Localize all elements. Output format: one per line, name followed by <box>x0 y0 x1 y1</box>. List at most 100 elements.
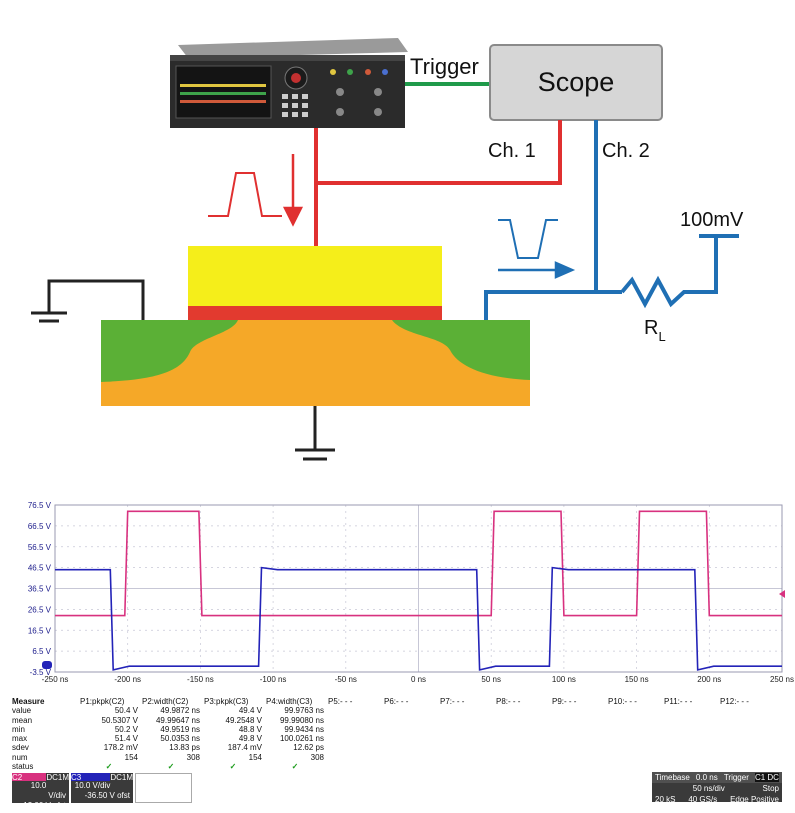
measure-cell: 187.4 mV <box>227 743 262 753</box>
measure-cell: 50.0353 ns <box>160 734 200 744</box>
measure-cell: 99.9434 ns <box>284 724 324 734</box>
measure-cell: 178.2 mV <box>103 743 138 753</box>
measure-cell: 48.8 V <box>238 724 262 734</box>
measure-header-cell: P1:pkpk(C2) <box>80 697 125 706</box>
measure-cell: 12.62 ps <box>293 743 324 753</box>
y-tick-label: 76.5 V <box>28 501 52 510</box>
x-tick-label: -200 ns <box>114 675 141 684</box>
measure-cell: 308 <box>310 752 324 762</box>
down-arrow-icon <box>282 154 304 227</box>
ch1-wire <box>314 120 562 246</box>
y-tick-label: 26.5 V <box>28 605 52 614</box>
measure-cell: sdev <box>12 743 29 753</box>
measure-cell: 50.4 V <box>114 706 138 716</box>
x-tick-label: -250 ns <box>42 675 69 684</box>
y-tick-label: 46.5 V <box>28 564 52 573</box>
measure-cell: 154 <box>124 752 138 762</box>
measure-cell: status <box>12 762 34 772</box>
x-tick-label: 100 ns <box>552 675 576 684</box>
substrate-ground-icon <box>295 406 335 461</box>
measure-cell: mean <box>12 715 33 725</box>
scope-box <box>489 44 663 121</box>
measure-cell: ✓ <box>291 762 299 772</box>
measure-cell: 49.99647 ns <box>155 715 200 725</box>
measure-header-cell: P7:- - - <box>440 697 465 706</box>
measure-header-cell: Measure <box>12 697 45 706</box>
scope-frame <box>54 504 783 673</box>
measure-cell: max <box>12 734 28 744</box>
measure-header-cell: P10:- - - <box>608 697 637 706</box>
measure-cell: num <box>12 752 28 762</box>
measure-header-cell: P11:- - - <box>664 697 693 706</box>
x-tick-label: 150 ns <box>625 675 649 684</box>
measure-cell: value <box>12 706 32 716</box>
scope-label: Scope <box>538 67 615 97</box>
voltage-label: 100mV <box>680 209 744 231</box>
resistor-label: RL <box>644 317 666 344</box>
y-tick-label: -3.5 V <box>30 668 52 677</box>
scope-grid <box>54 504 783 673</box>
source-ground-icon <box>31 279 145 323</box>
measure-cell: 51.4 V <box>114 734 138 744</box>
x-tick-label: -100 ns <box>260 675 287 684</box>
y-tick-label: 6.5 V <box>32 647 51 656</box>
timebase-trigger-box[interactable]: Timebase 0.0 ns Trigger C1 DC 50 ns/div … <box>652 772 782 804</box>
measure-cell: 154 <box>248 752 262 762</box>
measure-cell: 49.9872 ns <box>160 706 200 716</box>
measure-header-cell: P2:width(C2) <box>142 697 189 706</box>
empty-channel-slot <box>135 773 192 803</box>
ch1-label: Ch. 1 <box>488 140 536 162</box>
scope-y-ticks: 76.5 V66.5 V56.5 V46.5 V36.5 V26.5 V16.5… <box>28 501 52 677</box>
measure-cell: 308 <box>186 752 200 762</box>
measure-row: value 50.4 V 49.9872 ns 49.4 V 99.9763 ns <box>12 706 764 715</box>
ch2-label: Ch. 2 <box>602 140 650 162</box>
x-tick-label: 250 ns <box>770 675 794 684</box>
gate-oxide <box>188 306 442 320</box>
measure-cell: 99.99080 ns <box>279 715 324 725</box>
measure-header-cell: P9:- - - <box>552 697 577 706</box>
trigger-level-marker <box>779 590 785 598</box>
output-pulse-icon <box>498 219 558 259</box>
ch2-wire <box>484 120 739 320</box>
measure-cell: 49.4 V <box>238 706 262 716</box>
measure-cell: 50.5307 V <box>101 715 138 725</box>
measure-cell: ✓ <box>229 762 237 772</box>
x-tick-label: 50 ns <box>481 675 501 684</box>
oscilloscope-display: 76.5 V66.5 V56.5 V46.5 V36.5 V26.5 V16.5… <box>28 501 794 684</box>
c3-ground-marker <box>42 661 52 669</box>
right-arrow-icon <box>498 261 576 279</box>
measure-cell: min <box>12 724 25 734</box>
input-pulse-icon <box>208 172 282 217</box>
y-tick-label: 56.5 V <box>28 543 52 552</box>
measure-cell: 50.2 V <box>114 724 138 734</box>
measure-header-cell: P3:pkpk(C3) <box>204 697 249 706</box>
measure-header-cell: P5:- - - <box>328 697 353 706</box>
gate-metal <box>188 246 442 306</box>
trace-c3 <box>55 566 782 671</box>
measurement-table: Measure P1:pkpk(C2) P2:width(C2) P3:pkpk(C3… <box>12 697 782 777</box>
trace-c2 <box>55 510 782 617</box>
source-contact <box>101 320 238 382</box>
measure-row: num 154 308 154 308 <box>12 753 764 762</box>
x-tick-label: -50 ns <box>335 675 357 684</box>
measure-header-row: Measure P1:pkpk(C2) P2:width(C2) P3:pkpk(C3… <box>12 697 764 706</box>
measure-cell: 49.2548 V <box>225 715 262 725</box>
measure-cell: 99.9763 ns <box>284 706 324 716</box>
x-tick-label: -150 ns <box>187 675 214 684</box>
measure-row: status✓✓✓✓ <box>12 762 764 771</box>
measure-header-cell: P6:- - - <box>384 697 409 706</box>
measure-cell: 100.0261 ns <box>279 734 324 744</box>
drain-contact <box>392 320 530 380</box>
measure-cell: 49.8 V <box>238 734 262 744</box>
measure-row: mean 50.5307 V 49.99647 ns 49.2548 V 99.9908… <box>12 716 764 725</box>
y-tick-label: 36.5 V <box>28 585 52 594</box>
measure-header-cell: P8:- - - <box>496 697 521 706</box>
measure-row: max 51.4 V 50.0353 ns 49.8 V 100.0261 ns <box>12 734 764 743</box>
x-tick-label: 200 ns <box>697 675 721 684</box>
y-tick-label: 66.5 V <box>28 522 52 531</box>
measure-cell: ✓ <box>167 762 175 772</box>
trigger-label: Trigger <box>410 54 479 79</box>
